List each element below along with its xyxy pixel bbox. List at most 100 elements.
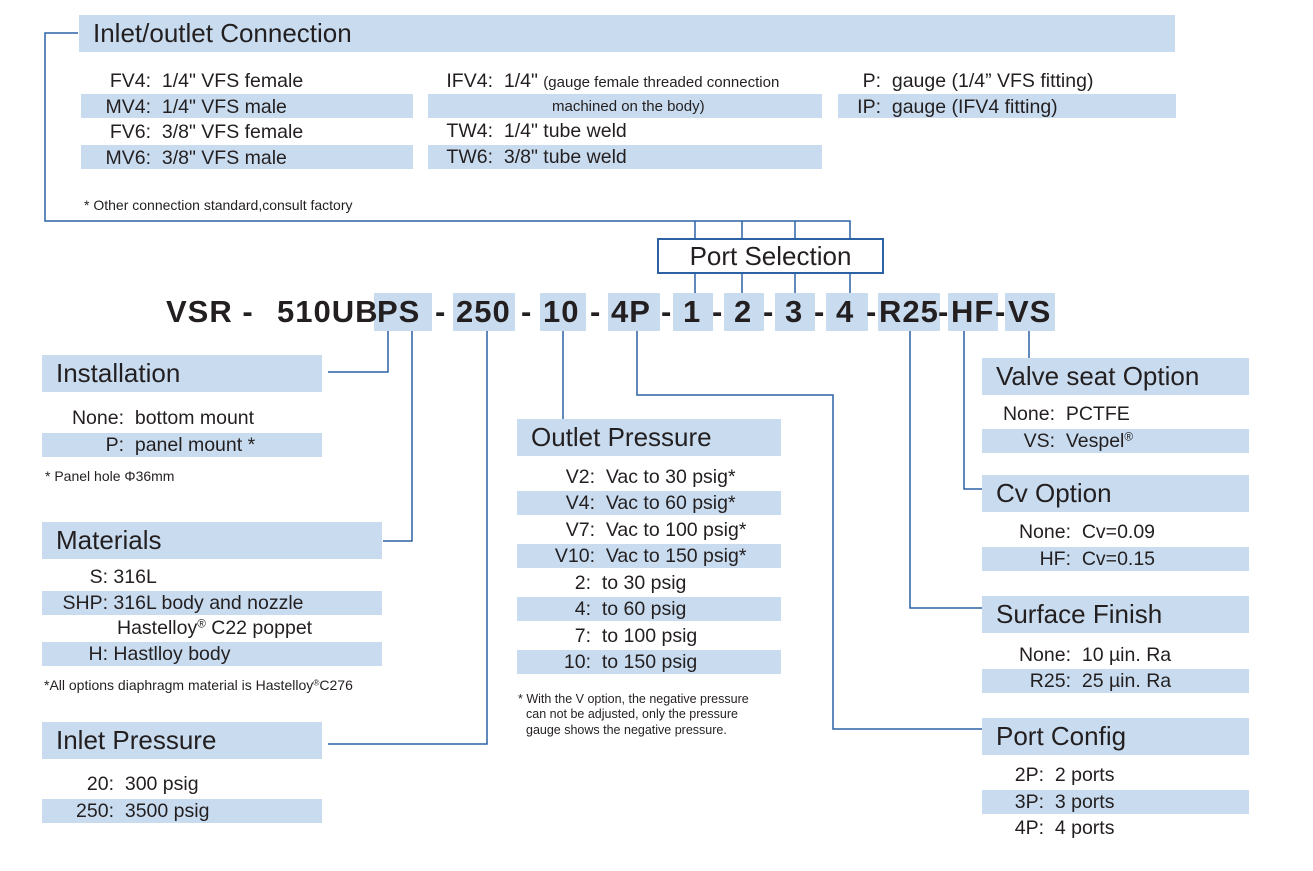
code-segment-vs: VS bbox=[1008, 294, 1052, 329]
list-item: S: 316L bbox=[89, 566, 157, 588]
list-item: IP: gauge (IFV4 fitting) bbox=[857, 96, 1058, 118]
code-highlight bbox=[724, 293, 764, 331]
inlet-pressure-header: Inlet Pressure bbox=[42, 722, 322, 759]
surface-finish-header: Surface Finish bbox=[982, 596, 1249, 633]
list-item: V7: Vac to 100 psig* bbox=[565, 519, 747, 541]
row-band bbox=[42, 591, 382, 615]
list-item-continued: machined on the body) bbox=[552, 98, 705, 115]
list-item: 10: to 150 psig bbox=[563, 651, 698, 673]
code-dash: - bbox=[763, 294, 775, 329]
code-segment-port4: 4 bbox=[836, 294, 855, 329]
code-segment-port3: 3 bbox=[785, 294, 804, 329]
list-item: VS: Vespel® bbox=[1023, 430, 1134, 452]
row-band bbox=[982, 790, 1249, 814]
code-highlight bbox=[374, 293, 432, 331]
row-band bbox=[982, 429, 1249, 453]
row-band bbox=[982, 547, 1249, 571]
row-band bbox=[42, 433, 322, 457]
list-item: 250: 3500 psig bbox=[76, 800, 210, 822]
list-item: V2: Vac to 30 psig* bbox=[565, 466, 736, 488]
row-band bbox=[982, 669, 1249, 693]
list-item: IFV4: 1/4" (gauge female threaded connec… bbox=[446, 70, 780, 92]
code-dash: - bbox=[661, 294, 673, 329]
footnote: * With the V option, the negative pressu… bbox=[518, 692, 749, 706]
code-dash: - bbox=[712, 294, 724, 329]
list-item: FV4: 1/4" VFS female bbox=[109, 70, 304, 92]
port-selection-box: Port Selection bbox=[657, 238, 884, 274]
code-dash: - bbox=[590, 294, 602, 329]
code-segment-ps: PS bbox=[377, 294, 421, 329]
list-item: 7: to 100 psig bbox=[574, 625, 698, 647]
list-item: V4: Vac to 60 psig* bbox=[565, 492, 736, 514]
code-segment-250: 250 bbox=[456, 294, 511, 329]
row-band bbox=[42, 642, 382, 666]
code-highlight bbox=[826, 293, 868, 331]
code-model: 510UB bbox=[277, 294, 379, 329]
list-item: TW6: 3/8" tube weld bbox=[446, 146, 627, 168]
code-dash: - bbox=[995, 294, 1007, 329]
footnote: can not be adjusted, only the pressure bbox=[526, 707, 738, 721]
code-prefix: VSR - bbox=[166, 294, 254, 329]
row-band bbox=[517, 491, 781, 515]
code-highlight bbox=[1005, 293, 1055, 331]
list-item: 3P: 3 ports bbox=[1014, 791, 1115, 813]
row-band bbox=[517, 544, 781, 568]
list-item: None: bottom mount bbox=[71, 407, 255, 429]
row-band bbox=[428, 94, 822, 118]
code-segment-10: 10 bbox=[543, 294, 580, 329]
code-segment-hf: HF bbox=[951, 294, 995, 329]
list-item: HF: Cv=0.15 bbox=[1039, 548, 1156, 570]
inlet-outlet-header: Inlet/outlet Connection bbox=[79, 15, 1175, 52]
outlet-pressure-header: Outlet Pressure bbox=[517, 419, 781, 456]
row-band bbox=[838, 94, 1176, 118]
code-highlight bbox=[540, 293, 586, 331]
installation-header: Installation bbox=[42, 355, 322, 392]
list-item: MV6: 3/8" VFS male bbox=[105, 147, 287, 169]
list-item: 4P: 4 ports bbox=[1014, 817, 1115, 839]
footnote: *All options diaphragm material is Haste… bbox=[44, 677, 353, 693]
code-dash: - bbox=[814, 294, 826, 329]
list-item: None: PCTFE bbox=[1002, 403, 1130, 425]
footnote: * Panel hole Φ36mm bbox=[45, 468, 175, 484]
footnote: gauge shows the negative pressure. bbox=[526, 723, 727, 737]
materials-header: Materials bbox=[42, 522, 382, 559]
list-item: P: panel mount * bbox=[105, 434, 256, 456]
list-item: None: Cv=0.09 bbox=[1018, 521, 1156, 543]
row-band bbox=[42, 799, 322, 823]
row-band bbox=[81, 94, 413, 118]
cv-option-header: Cv Option bbox=[982, 475, 1249, 512]
code-dash: - bbox=[521, 294, 533, 329]
list-item: SHP: 316L body and nozzle bbox=[62, 592, 304, 614]
list-item: 20: 300 psig bbox=[86, 773, 199, 795]
row-band bbox=[517, 650, 781, 674]
code-segment-r25: R25 bbox=[879, 294, 939, 329]
code-highlight bbox=[453, 293, 515, 331]
row-band bbox=[428, 145, 822, 169]
code-highlight bbox=[608, 293, 660, 331]
list-item: H: Hastlloy body bbox=[88, 643, 231, 665]
list-item: V10: Vac to 150 psig* bbox=[554, 545, 747, 567]
list-item: None: 10 µin. Ra bbox=[1018, 644, 1172, 666]
code-dash: - bbox=[435, 294, 447, 329]
row-band bbox=[517, 597, 781, 621]
list-item: P: gauge (1/4” VFS fitting) bbox=[862, 70, 1094, 92]
list-item: MV4: 1/4" VFS male bbox=[105, 96, 287, 118]
list-item: FV6: 3/8" VFS female bbox=[109, 121, 304, 143]
list-item: 4: to 60 psig bbox=[574, 598, 687, 620]
list-item: 2P: 2 ports bbox=[1014, 764, 1115, 786]
code-dash: - bbox=[938, 294, 950, 329]
list-item-continued: Hastelloy® C22 poppet bbox=[117, 617, 313, 639]
list-item: TW4: 1/4" tube weld bbox=[446, 120, 627, 142]
code-highlight bbox=[775, 293, 815, 331]
port-config-header: Port Config bbox=[982, 718, 1249, 755]
code-dash: - bbox=[866, 294, 878, 329]
footnote: * Other connection standard,consult fact… bbox=[84, 197, 353, 213]
code-segment-port1: 1 bbox=[683, 294, 702, 329]
code-highlight bbox=[948, 293, 998, 331]
valve-seat-header: Valve seat Option bbox=[982, 358, 1249, 395]
code-highlight bbox=[673, 293, 713, 331]
row-band bbox=[81, 145, 413, 169]
code-segment-4p: 4P bbox=[611, 294, 651, 329]
code-segment-port2: 2 bbox=[734, 294, 753, 329]
